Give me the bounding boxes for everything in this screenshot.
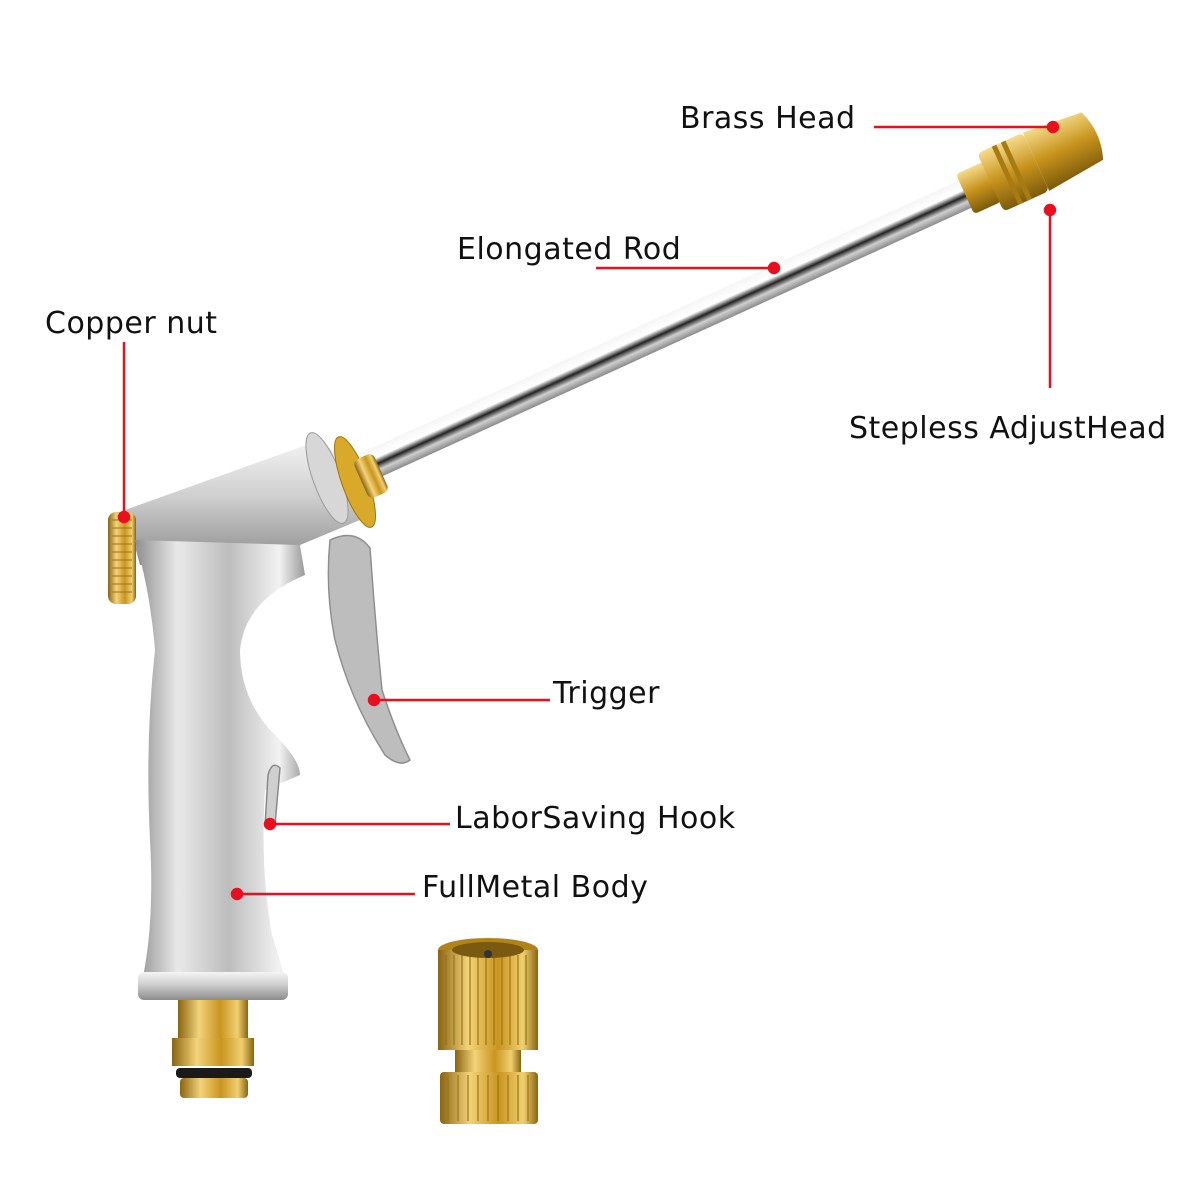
copper-nut-part	[108, 512, 136, 604]
label-stepless-adjust-head: Stepless AdjustHead	[849, 411, 1167, 446]
label-elongated-rod: Elongated Rod	[457, 232, 682, 267]
leader-lines	[117, 120, 1060, 901]
brass-head-part	[957, 112, 1104, 213]
label-fullmetal-body: FullMetal Body	[422, 870, 649, 905]
gun-barrel-part	[125, 440, 360, 565]
trigger-part	[327, 534, 411, 764]
gun-connector-part	[172, 1000, 254, 1098]
label-brass-head: Brass Head	[680, 101, 856, 136]
handle-part	[135, 540, 305, 990]
label-copper-nut: Copper nut	[45, 306, 218, 341]
elongated-rod-part	[353, 178, 976, 484]
quick-connector-part	[438, 938, 538, 1124]
label-laborsaving-hook: LaborSaving Hook	[455, 801, 736, 836]
label-trigger: Trigger	[553, 676, 660, 711]
